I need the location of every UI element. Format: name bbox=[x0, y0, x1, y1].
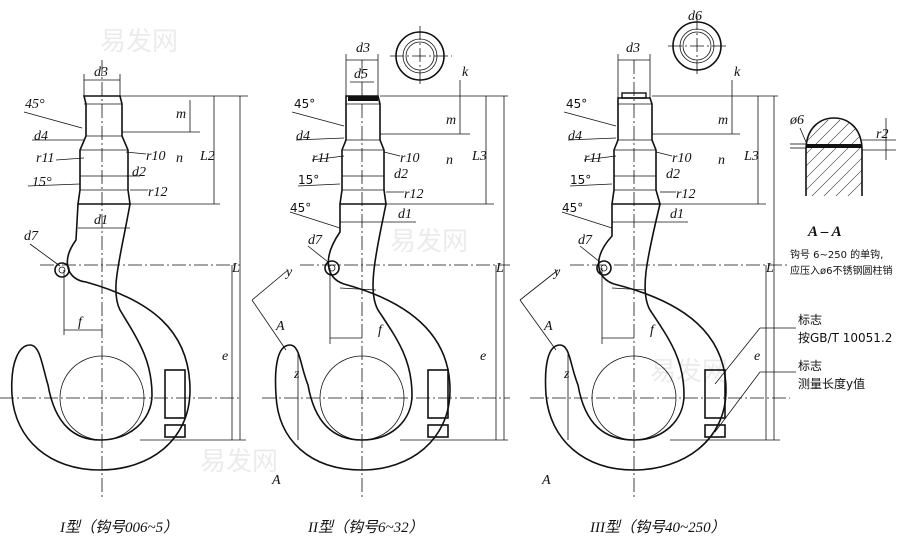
watermark: 易发网 bbox=[200, 447, 278, 477]
label-r11: r11 bbox=[312, 151, 330, 166]
label-m: m bbox=[718, 113, 728, 128]
caption-type-3: III型（钩号40~250） bbox=[589, 519, 726, 536]
label-A: A bbox=[275, 319, 285, 334]
section-note-2: 应压入ø6不锈钢圆柱销 bbox=[790, 264, 892, 277]
label-z: z bbox=[293, 367, 300, 382]
label-d3: d3 bbox=[94, 65, 108, 80]
label-L3: L3 bbox=[743, 149, 759, 164]
label-L: L bbox=[495, 261, 504, 276]
label-r12: r12 bbox=[404, 187, 423, 202]
label-angle45: 45° bbox=[562, 201, 583, 215]
hook-type-3: 45° d4 r11 15° 45° d3 d6 r10 d2 r12 d1 m… bbox=[519, 9, 892, 536]
caption-type-1: I型（钩号006~5） bbox=[59, 519, 178, 536]
label-L: L bbox=[765, 261, 774, 276]
label-r12: r12 bbox=[148, 185, 167, 200]
label-z: z bbox=[563, 367, 570, 382]
label-angle45: 45° bbox=[25, 97, 45, 112]
label-angle15: 15° bbox=[570, 173, 591, 187]
label-f: f bbox=[378, 323, 384, 338]
label-d5: d5 bbox=[354, 67, 368, 82]
label-r11: r11 bbox=[584, 151, 602, 166]
label-f: f bbox=[78, 315, 84, 330]
label-d7: d7 bbox=[24, 229, 39, 244]
label-r10: r10 bbox=[400, 151, 419, 166]
label-L2: L2 bbox=[199, 149, 215, 164]
label-d3: d3 bbox=[356, 41, 370, 56]
label-angle45: 45° bbox=[566, 97, 587, 111]
label-d3: d3 bbox=[626, 41, 640, 56]
watermark: 易发网 bbox=[390, 227, 468, 257]
label-d7: d7 bbox=[308, 233, 323, 248]
watermark: 易发网 bbox=[100, 27, 178, 57]
hook-type-1: 45° d4 r11 15° d3 r10 d2 r12 d1 m n L2 L… bbox=[0, 60, 248, 536]
label-r10: r10 bbox=[672, 151, 691, 166]
label-angle15: 15° bbox=[298, 173, 319, 187]
section-a-a: ø6 r2 A – A 钩号 6~250 的单钩, 应压入ø6不锈钢圆柱销 bbox=[789, 113, 896, 277]
label-d2: d2 bbox=[666, 167, 680, 182]
label-d6: d6 bbox=[688, 9, 702, 24]
label-L3: L3 bbox=[471, 149, 487, 164]
label-d2: d2 bbox=[394, 167, 408, 182]
label-y: y bbox=[552, 265, 561, 280]
label-m: m bbox=[176, 107, 186, 122]
label-r12: r12 bbox=[676, 187, 695, 202]
label-r11: r11 bbox=[36, 151, 54, 166]
label-n: n bbox=[718, 153, 725, 168]
label-A: A bbox=[271, 473, 281, 488]
label-d4: d4 bbox=[568, 129, 582, 144]
label-k: k bbox=[734, 65, 741, 80]
label-d4: d4 bbox=[296, 129, 310, 144]
label-L: L bbox=[231, 261, 240, 276]
label-r2: r2 bbox=[876, 127, 888, 142]
label-d4: d4 bbox=[34, 129, 48, 144]
callout-mark-1: 标志 bbox=[798, 313, 822, 327]
caption-type-2: II型（钩号6~32） bbox=[307, 519, 424, 536]
label-A: A bbox=[541, 473, 551, 488]
label-A: A bbox=[543, 319, 553, 334]
label-y: y bbox=[284, 265, 293, 280]
label-angle45: 45° bbox=[290, 201, 311, 215]
watermark: 易发网 bbox=[650, 357, 728, 387]
callout-mark-2: 标志 bbox=[798, 359, 822, 373]
label-d1: d1 bbox=[94, 213, 108, 228]
label-angle15: 15° bbox=[32, 175, 52, 190]
label-m: m bbox=[446, 113, 456, 128]
label-d1: d1 bbox=[670, 207, 684, 222]
label-r10: r10 bbox=[146, 149, 165, 164]
label-n: n bbox=[176, 151, 183, 166]
section-note-1: 钩号 6~250 的单钩, bbox=[790, 248, 883, 261]
label-e: e bbox=[754, 349, 760, 364]
label-angle45: 45° bbox=[294, 97, 315, 111]
hook-type-2: 45° d4 r11 15° 45° d3 d5 r10 d2 r12 d1 m… bbox=[251, 26, 510, 536]
label-phi6: ø6 bbox=[789, 113, 804, 128]
label-d2: d2 bbox=[132, 165, 146, 180]
callout-mark-2-note: 测量长度y值 bbox=[798, 376, 865, 391]
label-d1: d1 bbox=[398, 207, 412, 222]
label-n: n bbox=[446, 153, 453, 168]
label-k: k bbox=[462, 65, 469, 80]
label-e: e bbox=[480, 349, 486, 364]
label-e: e bbox=[222, 349, 228, 364]
callout-mark-1-standard: 按GB/T 10051.2 bbox=[798, 331, 892, 345]
section-title: A – A bbox=[807, 224, 842, 240]
label-d7: d7 bbox=[578, 233, 593, 248]
label-f: f bbox=[650, 323, 656, 338]
